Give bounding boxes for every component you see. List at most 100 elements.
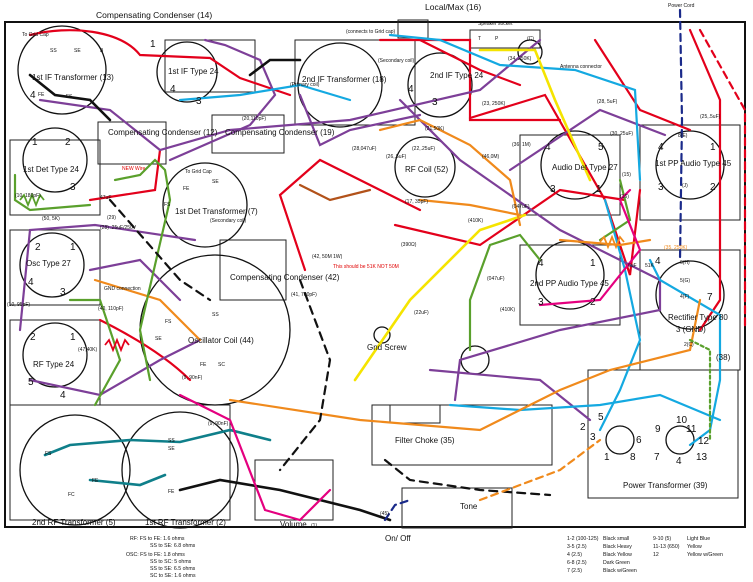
wire-green-light xyxy=(688,338,712,442)
second-if-box xyxy=(294,39,416,126)
pin-num: 1 xyxy=(150,39,156,50)
pin-num: 8 xyxy=(630,452,636,463)
wires xyxy=(13,8,747,522)
pin-ss-1: SS xyxy=(50,48,57,54)
pin-8e: 8(E) xyxy=(678,133,688,139)
rf-transformer-frame xyxy=(9,404,231,521)
second-pp-audio-label: 2nd PP Audio Type 45 xyxy=(530,279,609,288)
val-10-180pf: (10, 180pF) xyxy=(15,193,41,199)
wire-magenta-2 xyxy=(538,188,642,307)
wire-navy-dashed-2 xyxy=(383,498,412,522)
pin-num: 3 xyxy=(658,182,664,193)
pin-f: 4(F) xyxy=(680,294,690,300)
osc-tube-label: Osc Type 27 xyxy=(26,259,71,268)
secondary-coil-label-a: (Secondary coil) xyxy=(378,58,414,64)
wire-green-2 xyxy=(113,158,172,382)
first-if-tube-label: 1st IF Type 24 xyxy=(168,67,219,76)
pin-16: (16) xyxy=(620,194,629,200)
rf-tube-label: RF Type 24 xyxy=(33,360,75,369)
wire-purple-6 xyxy=(298,93,422,147)
key-r2c2: Black Heavy xyxy=(603,544,632,550)
wire-orange-5 xyxy=(418,198,522,217)
volume-box xyxy=(254,459,334,521)
val-10-95pf: (10, 95pF) xyxy=(7,302,30,308)
key-r4c2: Dark Green xyxy=(603,560,630,566)
pin-num: 3 xyxy=(590,432,596,443)
pin-num: 5 xyxy=(598,412,604,423)
wire-purple-7 xyxy=(428,368,592,422)
rf-coil-label: RF Coil (52) xyxy=(405,165,448,174)
pin-num: 4 xyxy=(676,456,682,467)
first-rf-transformer-can xyxy=(121,411,239,529)
wire-red-1 xyxy=(28,29,292,97)
rectifier-socket xyxy=(655,260,725,330)
to-grid-cap-label-2: To Grid Cap xyxy=(185,169,212,175)
val-34-250k: (34, 250K) xyxy=(508,56,532,62)
pin-num: 12 xyxy=(698,436,710,447)
val-29: (29) xyxy=(107,215,116,221)
key-r2c3: 11-13 (650) xyxy=(653,544,680,550)
key-r3c3: 12 xyxy=(653,552,659,558)
first-rf-transformer-label: 1st RF Transformer (2) xyxy=(145,518,226,527)
note-51k: This should be 51K NOT 50M xyxy=(333,264,399,270)
pin-p-1: P xyxy=(495,36,499,42)
pin-num: 10 xyxy=(676,415,688,426)
pin-num: 3 xyxy=(550,184,556,195)
second-rf-transformer-label: 2nd RF Transformer (5) xyxy=(32,518,116,527)
first-det-transformer-label: 1st Det Transformer (7) xyxy=(175,207,258,216)
wire-orange-1 xyxy=(378,118,522,227)
resistance-notes: RF: FS to FE: 1.6 ohms SS to SE: 6.8 ohm… xyxy=(126,536,196,579)
val-22-25uf: (22,.25uF) xyxy=(412,146,435,152)
pin-num: 1 xyxy=(590,258,596,269)
pin-fe-4: FE xyxy=(92,478,99,484)
power-transformer-box xyxy=(587,369,739,499)
pin-ss-3: SS xyxy=(212,312,219,318)
wire-teal-1 xyxy=(43,428,272,457)
resistor-green xyxy=(19,192,45,208)
val-38: (38) xyxy=(716,353,731,362)
pin-num: 2 xyxy=(580,422,586,433)
speaker-socket-label: Speaker socket xyxy=(478,21,513,27)
first-det-box xyxy=(9,139,101,216)
filter-choke-label: Filter Choke (35) xyxy=(395,436,455,445)
val-47-40k: (47,40K) xyxy=(78,347,98,353)
note-osc-fs-fe: OSC: FS to FE: 1.8 ohms xyxy=(126,552,185,558)
key-r2c1: 3-5 (2.5) xyxy=(567,544,587,550)
key-r5c2: Black w/Green xyxy=(603,568,637,574)
wire-red-6 xyxy=(98,318,192,382)
resistor-orange xyxy=(599,234,625,250)
on-off-label: On/ Off xyxy=(385,534,411,543)
pin-num: 7 xyxy=(654,452,660,463)
wire-red-5 xyxy=(593,38,692,132)
pin-num: 6 xyxy=(636,435,642,446)
wire-magenta-1 xyxy=(178,393,332,522)
pin-numbers: 4 4 3 1 3 4 1 2 3 2 1 4 3 2 1 5 4 4 5 3 … xyxy=(28,39,716,467)
pin-num: 7 xyxy=(707,292,713,303)
filter-choke-box xyxy=(371,404,553,466)
wire-orange-3 xyxy=(93,278,202,342)
val-047uf-b: (047uF) xyxy=(487,276,505,282)
pin-fs-3: FS xyxy=(165,319,172,325)
wire-purple-4 xyxy=(28,338,202,397)
wire-orange-2 xyxy=(228,298,702,432)
wire-brown-1 xyxy=(298,183,372,202)
pin-se-5: SE xyxy=(168,446,175,452)
primary-coil-label-a: (Primary coil) xyxy=(290,82,320,88)
note-osc-sc-se: SC to SE: 1.6 ohms xyxy=(150,573,196,579)
wire-yellow-2 xyxy=(478,48,592,182)
pin-num: 5 xyxy=(28,377,34,388)
key-r1c4: Light Blue xyxy=(687,536,710,542)
pin-fe-2: FE xyxy=(183,186,190,192)
wire-purple-1 xyxy=(168,38,277,162)
pin-fs-2: FS xyxy=(164,202,171,208)
tone-label: Tone xyxy=(460,502,478,511)
val-35-250k: (35, 250K) xyxy=(664,245,688,251)
wire-green-3 xyxy=(468,233,542,352)
wire-blue-4 xyxy=(178,83,352,102)
val-47uf: 47uF xyxy=(100,195,111,201)
second-if-tube-socket xyxy=(407,52,473,118)
compensating-condenser-19-label: Compensating Condenser (19) xyxy=(225,128,335,137)
secondary-coil-label-b: (Secondary coil) xyxy=(210,218,246,224)
pin-num: 2 xyxy=(35,242,41,253)
tone-box xyxy=(401,487,513,529)
